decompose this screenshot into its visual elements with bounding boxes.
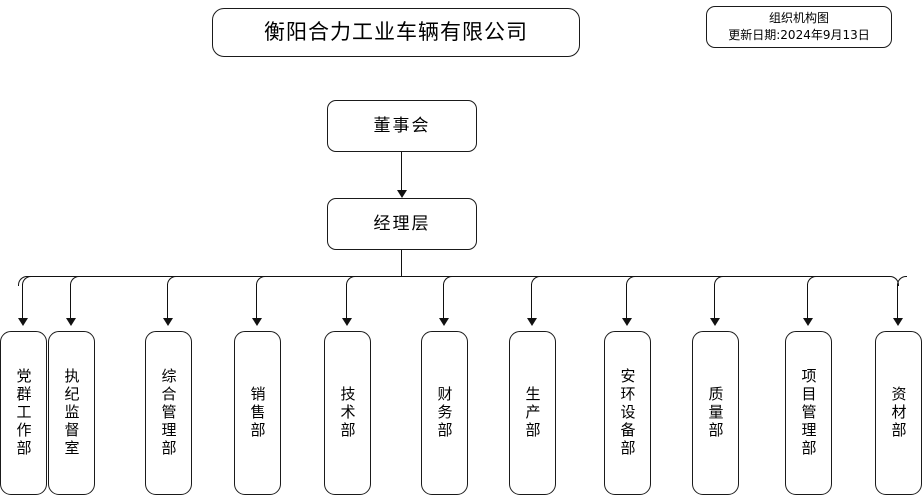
arrow-to-department-6 [439, 318, 449, 326]
connector-management-stem [401, 250, 402, 276]
connector-drop-4 [256, 284, 257, 318]
node-department: 综合管理部 [144, 331, 192, 495]
node-department: 销售部 [233, 331, 281, 495]
department-label: 生产部 [523, 386, 542, 440]
node-department: 安环设备部 [603, 331, 651, 495]
connector-elbow-10 [807, 276, 817, 286]
connector-board-to-management [401, 152, 402, 190]
connector-elbow-6 [443, 276, 453, 286]
chart-info-updated: 更新日期:2024年9月13日 [728, 28, 870, 42]
node-management-label: 经理层 [373, 213, 431, 234]
connector-elbow-9 [714, 276, 724, 286]
chart-info-box: 组织机构图 更新日期:2024年9月13日 [706, 6, 892, 48]
connector-drop-7 [531, 284, 532, 318]
connector-drop-3 [167, 284, 168, 318]
department-label: 财务部 [435, 386, 454, 440]
department-label: 执纪监督室 [62, 368, 81, 458]
arrow-to-department-9 [710, 318, 720, 326]
arrow-to-department-8 [622, 318, 632, 326]
connector-elbow-11 [897, 276, 907, 286]
connector-drop-9 [714, 284, 715, 318]
node-department: 技术部 [323, 331, 371, 495]
connector-elbow-7 [531, 276, 541, 286]
department-label: 质量部 [706, 386, 725, 440]
arrow-to-department-1 [18, 318, 28, 326]
department-label: 资材部 [889, 386, 908, 440]
department-label: 安环设备部 [618, 368, 637, 458]
distribution-bus [27, 276, 889, 277]
connector-drop-8 [626, 284, 627, 318]
department-label: 项目管理部 [799, 368, 818, 458]
arrow-board-to-management [397, 190, 407, 198]
node-department: 质量部 [691, 331, 739, 495]
node-department: 生产部 [508, 331, 556, 495]
node-management: 经理层 [327, 198, 477, 250]
node-department: 执纪监督室 [47, 331, 95, 495]
department-label: 综合管理部 [159, 368, 178, 458]
connector-drop-2 [70, 284, 71, 318]
department-label: 党群工作部 [14, 368, 33, 458]
connector-elbow-2 [70, 276, 80, 286]
node-board-label: 董事会 [373, 115, 431, 136]
connector-drop-6 [443, 284, 444, 318]
connector-drop-5 [346, 284, 347, 318]
connector-drop-10 [807, 284, 808, 318]
node-department: 资材部 [874, 331, 922, 495]
arrow-to-department-11 [893, 318, 903, 326]
connector-elbow-3 [167, 276, 177, 286]
arrow-to-department-2 [66, 318, 76, 326]
connector-elbow-5 [346, 276, 356, 286]
connector-elbow-8 [626, 276, 636, 286]
connector-drop-1 [22, 284, 23, 318]
connector-elbow-4 [256, 276, 266, 286]
node-department: 财务部 [420, 331, 468, 495]
bus-elbow-left [18, 276, 28, 286]
node-department: 项目管理部 [784, 331, 832, 495]
department-label: 技术部 [338, 386, 357, 440]
arrow-to-department-5 [342, 318, 352, 326]
arrow-to-department-4 [252, 318, 262, 326]
arrow-to-department-7 [527, 318, 537, 326]
arrow-to-department-3 [163, 318, 173, 326]
company-title-box: 衡阳合力工业车辆有限公司 [212, 8, 580, 57]
connector-elbow-1 [22, 276, 32, 286]
node-department: 党群工作部 [0, 331, 47, 495]
arrow-to-department-10 [803, 318, 813, 326]
connector-drop-11 [897, 284, 898, 318]
node-board-of-directors: 董事会 [327, 100, 477, 152]
chart-info-heading: 组织机构图 [768, 10, 829, 25]
department-label: 销售部 [248, 386, 267, 440]
company-title-text: 衡阳合力工业车辆有限公司 [264, 20, 528, 45]
